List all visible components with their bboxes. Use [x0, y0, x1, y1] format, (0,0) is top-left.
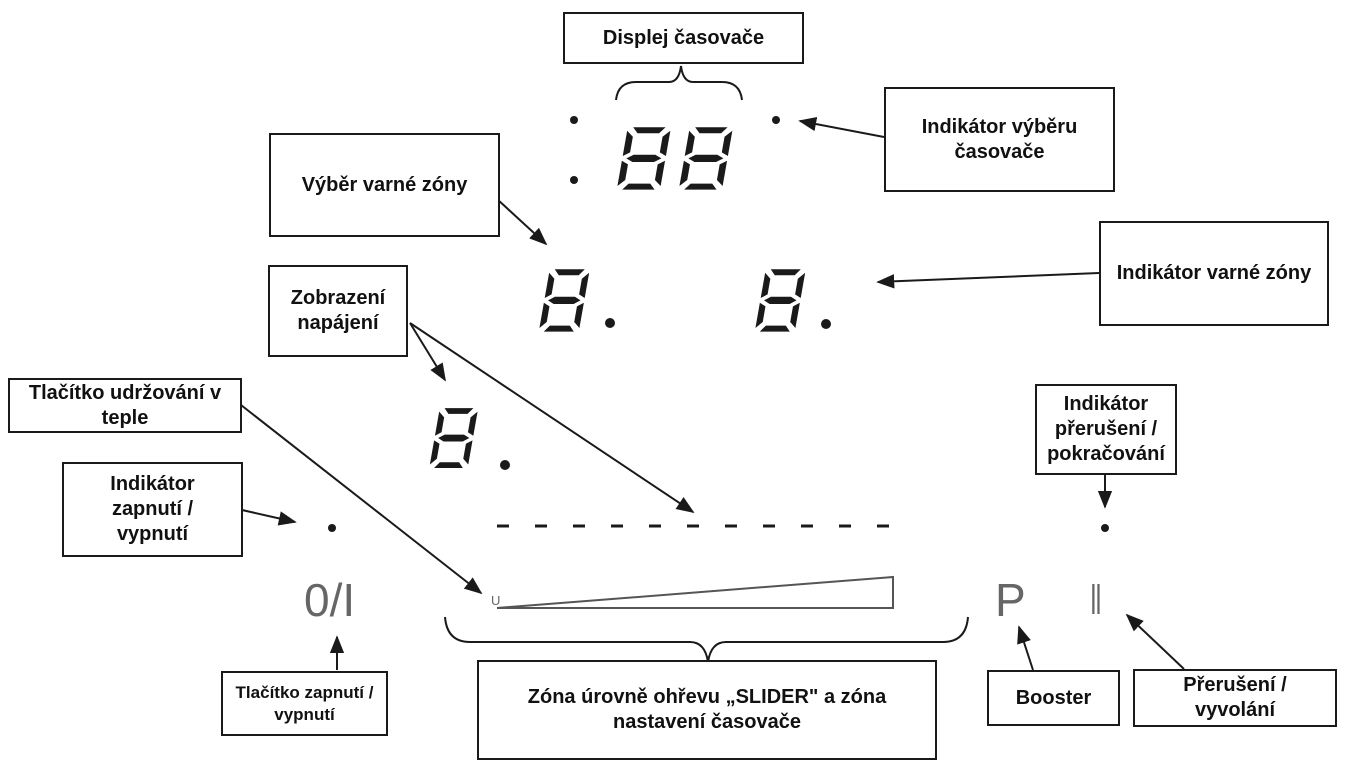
timer-colon-dot-bottom [570, 176, 578, 184]
arrow-zone-select [496, 198, 548, 246]
arrow-on-off-indicator [241, 509, 297, 526]
label-timer-display: Displej časovače [563, 12, 804, 64]
label-booster: Booster [987, 670, 1120, 726]
label-slider-zone: Zóna úrovně ohřevu „SLIDER" a zóna nasta… [477, 660, 937, 760]
keep-warm-symbol[interactable]: U [491, 593, 501, 608]
on-off-symbol[interactable]: 0/I [304, 574, 356, 626]
label-on-off-indicator: Indikátor zapnutí / vypnutí [62, 462, 243, 557]
slider-brace [444, 616, 969, 663]
label-timer-select-indicator: Indikátor výběru časovače [884, 87, 1115, 192]
label-keep-warm-button: Tlačítko udržování v teple [8, 378, 242, 433]
timer-display [570, 116, 780, 190]
pause-symbol[interactable]: II [1090, 575, 1102, 624]
heat-level-slider[interactable] [496, 575, 894, 609]
label-zone-select: Výběr varné zóny [269, 133, 500, 237]
label-zone-indicator: Indikátor varné zóny [1099, 221, 1329, 326]
zone-display-right [754, 269, 831, 332]
timer-select-dot [772, 116, 780, 124]
timer-brace [615, 65, 743, 101]
booster-symbol[interactable]: P [995, 574, 1026, 626]
arrow-zone-indicator [876, 272, 1100, 289]
arrow-booster [1017, 625, 1034, 671]
arrow-timer-select [798, 116, 885, 138]
power-display [429, 408, 510, 470]
timer-colon-dot-top [570, 116, 578, 124]
arrow-keep-warm [240, 404, 483, 595]
on-off-indicator-dot [328, 524, 336, 532]
pause-indicator-dot [1101, 524, 1109, 532]
label-power-display: Zobrazení napájení [268, 265, 408, 357]
label-pause-recall: Přerušení / vyvolání [1133, 669, 1337, 727]
arrow-power-display-2 [409, 322, 695, 513]
zone-display-left [538, 269, 615, 332]
arrow-power-display-1 [409, 322, 446, 382]
arrow-pause-recall [1125, 613, 1185, 670]
label-pause-indicator: Indikátor přerušení / pokračování [1035, 384, 1177, 475]
label-on-off-button: Tlačítko zapnutí / vypnutí [221, 671, 388, 736]
